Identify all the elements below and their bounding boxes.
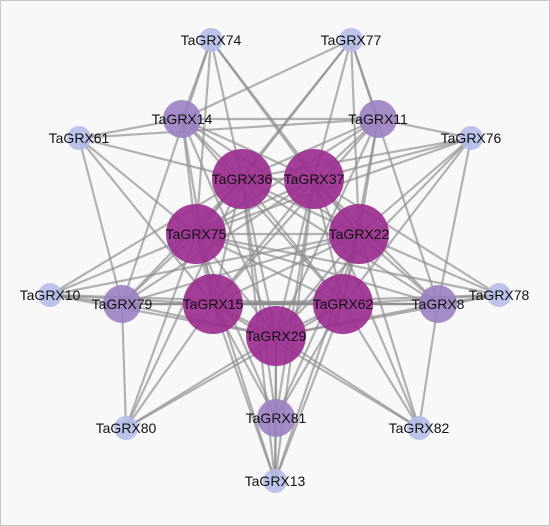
node-tagrx15[interactable] [183, 274, 243, 334]
node-label-tagrx11: TaGRX11 [348, 111, 408, 127]
edge-tagrx14-tagrx29 [180, 118, 278, 337]
edge-tagrx76-tagrx36 [241, 136, 472, 181]
node-label-tagrx61: TaGRX61 [49, 130, 110, 146]
edge-tagrx13-tagrx62 [273, 303, 345, 482]
node-label-tagrx79: TaGRX79 [92, 296, 153, 312]
node-label-tagrx81: TaGRX81 [246, 410, 307, 426]
edge-tagrx61-tagrx79 [77, 137, 124, 305]
edge-tagrx80-tagrx79 [120, 303, 128, 429]
edge-tagrx81-tagrx37 [274, 178, 316, 419]
node-tagrx22[interactable] [329, 204, 389, 264]
node-label-tagrx13: TaGRX13 [245, 473, 306, 489]
edge-tagrx11-tagrx15 [212, 118, 379, 305]
edge-tagrx77-tagrx14 [181, 39, 352, 120]
node-tagrx8[interactable] [419, 285, 457, 323]
node-label-tagrx74: TaGRX74 [181, 32, 242, 48]
node-tagrx37[interactable] [284, 149, 344, 209]
edge-tagrx74-tagrx79 [120, 39, 213, 305]
node-label-tagrx82: TaGRX82 [389, 420, 450, 436]
node-tagrx81[interactable] [257, 399, 295, 437]
edge-tagrx82-tagrx15 [212, 303, 420, 429]
edge-tagrx77-tagrx22 [349, 39, 361, 235]
edge-tagrx61-tagrx11 [78, 117, 379, 140]
edge-tagrx8-tagrx75 [195, 232, 439, 306]
edge-tagrx74-tagrx75 [194, 39, 213, 235]
node-label-tagrx15: TaGRX15 [183, 296, 244, 312]
node-label-tagrx14: TaGRX14 [152, 111, 213, 127]
node-tagrx78[interactable] [487, 283, 511, 307]
node-label-tagrx22: TaGRX22 [329, 226, 390, 242]
node-tagrx79[interactable] [103, 285, 141, 323]
edge-tagrx11-tagrx29 [275, 118, 379, 337]
node-label-tagrx62: TaGRX62 [313, 296, 374, 312]
edge-tagrx61-tagrx15 [78, 137, 214, 305]
node-tagrx29[interactable] [246, 306, 306, 366]
edge-tagrx10-tagrx36 [49, 178, 243, 296]
node-label-tagrx37: TaGRX37 [284, 171, 345, 187]
node-tagrx36[interactable] [212, 149, 272, 209]
node-tagrx74[interactable] [199, 28, 223, 52]
edge-tagrx82-tagrx22 [357, 233, 421, 429]
node-tagrx77[interactable] [339, 28, 363, 52]
node-label-tagrx10: TaGRX10 [20, 287, 81, 303]
node-tagrx75[interactable] [166, 204, 226, 264]
node-tagrx76[interactable] [459, 126, 483, 150]
node-tagrx82[interactable] [407, 416, 431, 440]
edge-tagrx81-tagrx75 [194, 233, 278, 419]
node-tagrx11[interactable] [359, 100, 397, 138]
node-tagrx61[interactable] [67, 126, 91, 150]
node-tagrx14[interactable] [163, 100, 201, 138]
node-label-tagrx8: TaGRX8 [412, 296, 465, 312]
node-label-tagrx75: TaGRX75 [166, 226, 227, 242]
node-label-tagrx76: TaGRX76 [441, 130, 502, 146]
node-label-tagrx80: TaGRX80 [96, 420, 157, 436]
edge-tagrx77-tagrx8 [349, 39, 440, 305]
node-label-tagrx29: TaGRX29 [246, 328, 307, 344]
edge-tagrx81-tagrx22 [274, 233, 361, 419]
node-label-tagrx36: TaGRX36 [212, 171, 273, 187]
edge-tagrx74-tagrx22 [210, 39, 360, 235]
node-tagrx10[interactable] [38, 283, 62, 307]
edge-tagrx76-tagrx8 [436, 137, 473, 305]
edge-tagrx80-tagrx75 [124, 233, 198, 429]
edge-layer [49, 39, 500, 482]
node-label-tagrx78: TaGRX78 [469, 287, 530, 303]
edge-tagrx81-tagrx36 [240, 178, 278, 419]
node-tagrx13[interactable] [263, 469, 287, 493]
node-label-tagrx77: TaGRX77 [321, 32, 382, 48]
edge-tagrx76-tagrx62 [342, 137, 472, 305]
edge-tagrx82-tagrx8 [417, 303, 440, 429]
node-tagrx80[interactable] [114, 416, 138, 440]
edge-tagrx78-tagrx37 [313, 178, 500, 296]
node-tagrx62[interactable] [313, 274, 373, 334]
node-layer [38, 28, 511, 493]
